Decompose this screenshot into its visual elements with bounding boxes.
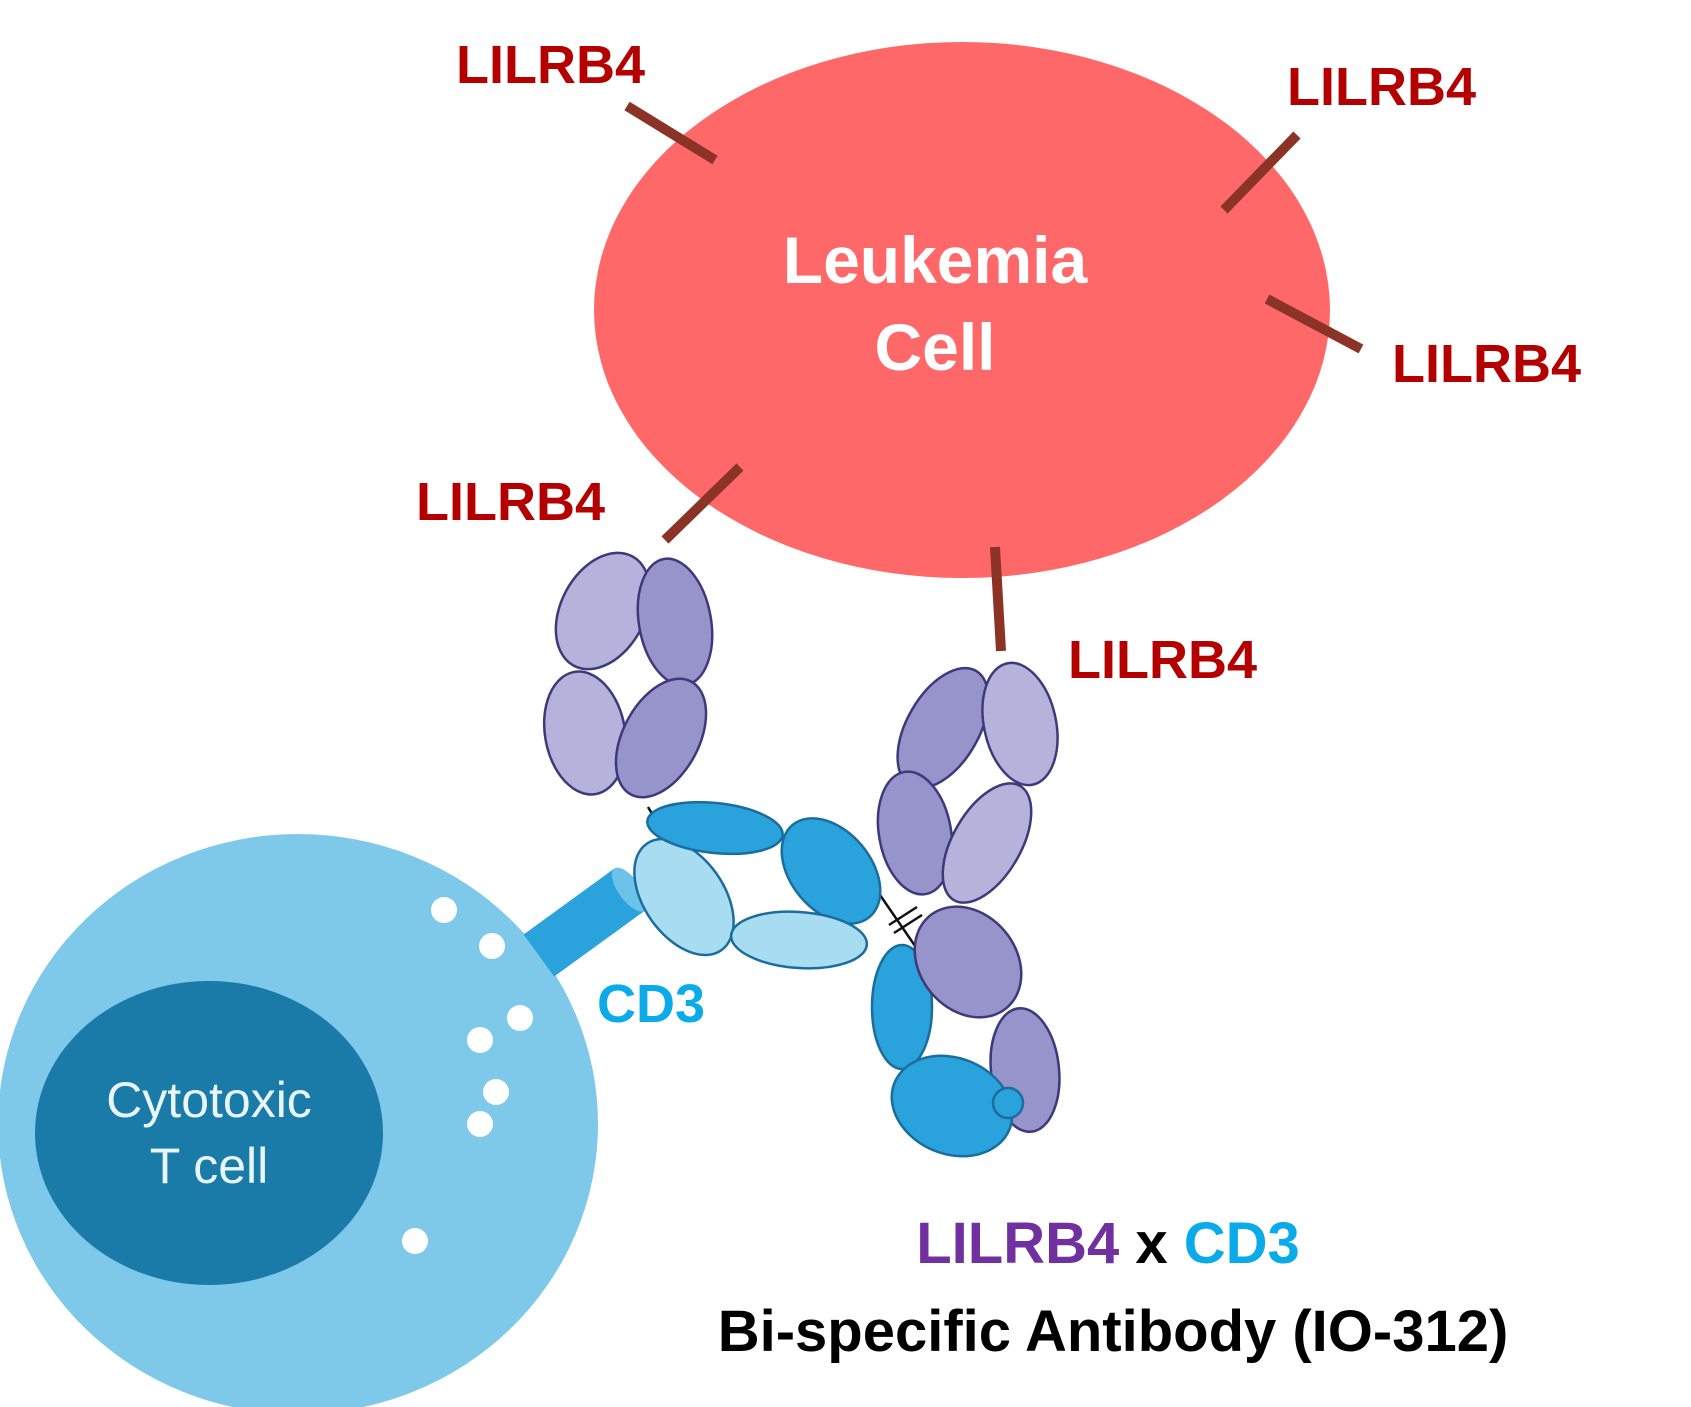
lilrb4-label-right: LILRB4 (1392, 334, 1581, 394)
cd3-receptor-cap (611, 867, 648, 912)
granule (402, 1228, 428, 1254)
cd3-receptor (523, 867, 648, 977)
caption-line1: LILRB4 x CD3 (916, 1211, 1300, 1276)
antibody-scfv-purple-upper (913, 905, 1023, 1019)
lilrb4-label-bottom-left: LILRB4 (416, 472, 605, 532)
leukemia-cell-label-line1: Leukemia (783, 223, 1089, 297)
antibody-hinge-right-2 (893, 913, 923, 935)
granule (431, 897, 457, 923)
t-cell-label-line1: Cytotoxic (106, 1072, 312, 1128)
lilrb4-receptor-right (1264, 294, 1364, 354)
granule (467, 1027, 493, 1053)
bispecific-antibody (542, 551, 1061, 1158)
caption-line2: Bi-specific Antibody (IO-312) (718, 1299, 1509, 1364)
antibody-left-fab-dark-lower (614, 677, 708, 799)
antibody-right-fab-light-lower (941, 782, 1033, 904)
lilrb4-label-top-right: LILRB4 (1287, 57, 1476, 117)
antibody-right-fab-dark-lower (876, 770, 954, 896)
leukemia-cell (594, 42, 1330, 578)
antibody-fc-light-bottom (729, 910, 869, 970)
cytotoxic-granules (402, 897, 533, 1254)
antibody-right-fab-light-upper (981, 661, 1059, 787)
t-cell-label-line2: T cell (150, 1138, 269, 1194)
caption-lilrb4: LILRB4 (916, 1211, 1119, 1276)
t-cell-nucleus (35, 981, 383, 1285)
lilrb4-receptor-bottom-left (661, 463, 744, 544)
antibody-scfv-blue-lower (890, 1054, 1014, 1158)
granule (479, 933, 505, 959)
granule (467, 1111, 493, 1137)
caption-separator: x (1119, 1211, 1184, 1276)
granule (483, 1079, 509, 1105)
antibody-scfv-blue-vertical (870, 943, 934, 1071)
granule (507, 1005, 533, 1031)
antibody-fc-light-left (633, 837, 735, 957)
caption-cd3: CD3 (1184, 1211, 1300, 1276)
lilrb4-receptor-top-left (624, 101, 718, 165)
lilrb4-label-bottom-right: LILRB4 (1068, 630, 1257, 690)
antibody-scfv-blue-knob (991, 1086, 1025, 1120)
antibody-fc-dark-right (780, 817, 882, 925)
lilrb4-receptors (624, 101, 1364, 652)
lilrb4-receptor-bottom (990, 546, 1006, 652)
lilrb4-label-top-left: LILRB4 (456, 35, 645, 95)
antibody-hinge-right-1 (888, 905, 918, 927)
cd3-receptor-shaft (523, 868, 645, 977)
cd3-label: CD3 (597, 974, 705, 1034)
leukemia-cell-label-line2: Cell (874, 310, 995, 384)
antibody-fc-dark-top (646, 800, 784, 856)
lilrb4-receptor-top-right (1220, 131, 1301, 214)
